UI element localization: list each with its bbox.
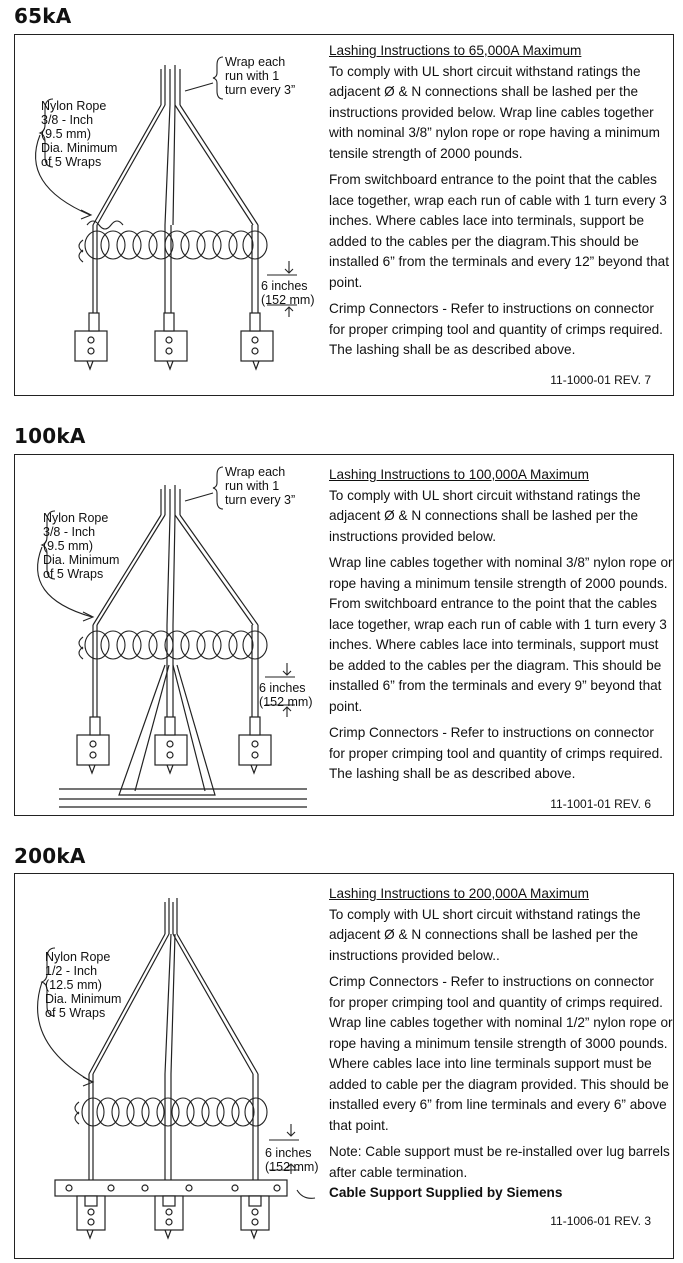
rope-coil xyxy=(74,1097,268,1127)
instructions-heading: Lashing Instructions to 100,000A Maximum xyxy=(329,467,589,482)
label-pointers xyxy=(35,56,297,317)
terminal-lugs xyxy=(76,1195,270,1240)
instructions-text: Lashing Instructions to 200,000A Maximum… xyxy=(329,884,673,1204)
cable-support-bar xyxy=(54,1179,288,1197)
rope-coil xyxy=(78,220,268,263)
instructions-text: Lashing Instructions to 100,000A Maximum… xyxy=(329,465,673,791)
terminal-lugs xyxy=(76,716,272,775)
instructions-heading: Lashing Instructions to 65,000A Maximum xyxy=(329,43,582,58)
dimension-label: 6 inches(152 mm) xyxy=(261,279,315,307)
rope-coil xyxy=(78,630,268,660)
cable-bundle xyxy=(88,898,259,1180)
revision-code: 11-1006-01 REV. 3 xyxy=(550,1214,651,1228)
paragraph: From switchboard entrance to the point t… xyxy=(329,172,670,290)
cable-support-note: Cable Support Supplied by Siemens xyxy=(329,1185,563,1200)
paragraph: Crimp Connectors - Refer to instructions… xyxy=(329,301,663,357)
revision-code: 11-1001-01 REV. 6 xyxy=(550,797,651,811)
paragraph: To comply with UL short circuit withstan… xyxy=(329,487,641,544)
lashing-diagram-200ka xyxy=(37,898,316,1240)
paragraph: Wrap line cables together with nominal 3… xyxy=(329,555,673,714)
paragraph: Note: Cable support must be re-installed… xyxy=(329,1144,670,1180)
section-title-100ka: 100kA xyxy=(14,424,86,448)
instructions-heading: Lashing Instructions to 200,000A Maximum xyxy=(329,886,589,901)
dimension-label: 6 inches(152 mm) xyxy=(259,681,313,709)
section-title-65ka: 65kA xyxy=(14,4,72,28)
dimension-label: 6 inches(152 mm) xyxy=(265,1146,319,1174)
label-pointers xyxy=(37,947,316,1199)
label-pointers xyxy=(37,466,295,717)
mounting-rail xyxy=(59,788,307,808)
paragraph: To comply with UL short circuit withstan… xyxy=(329,63,660,161)
cable-bundle xyxy=(92,65,259,313)
lashing-diagram-100ka xyxy=(37,466,307,808)
terminal-lugs xyxy=(74,312,274,371)
section-title-200ka: 200kA xyxy=(14,844,86,868)
paragraph: To comply with UL short circuit withstan… xyxy=(329,906,641,963)
lashing-diagram-65ka xyxy=(35,56,297,371)
paragraph: Crimp Connectors - Refer to instructions… xyxy=(329,725,663,781)
revision-code: 11-1000-01 REV. 7 xyxy=(550,373,651,387)
paragraph: Crimp Connectors - Refer to instructions… xyxy=(329,974,673,1133)
cable-bundle xyxy=(92,485,259,796)
instructions-text: Lashing Instructions to 65,000A Maximum … xyxy=(329,41,673,367)
